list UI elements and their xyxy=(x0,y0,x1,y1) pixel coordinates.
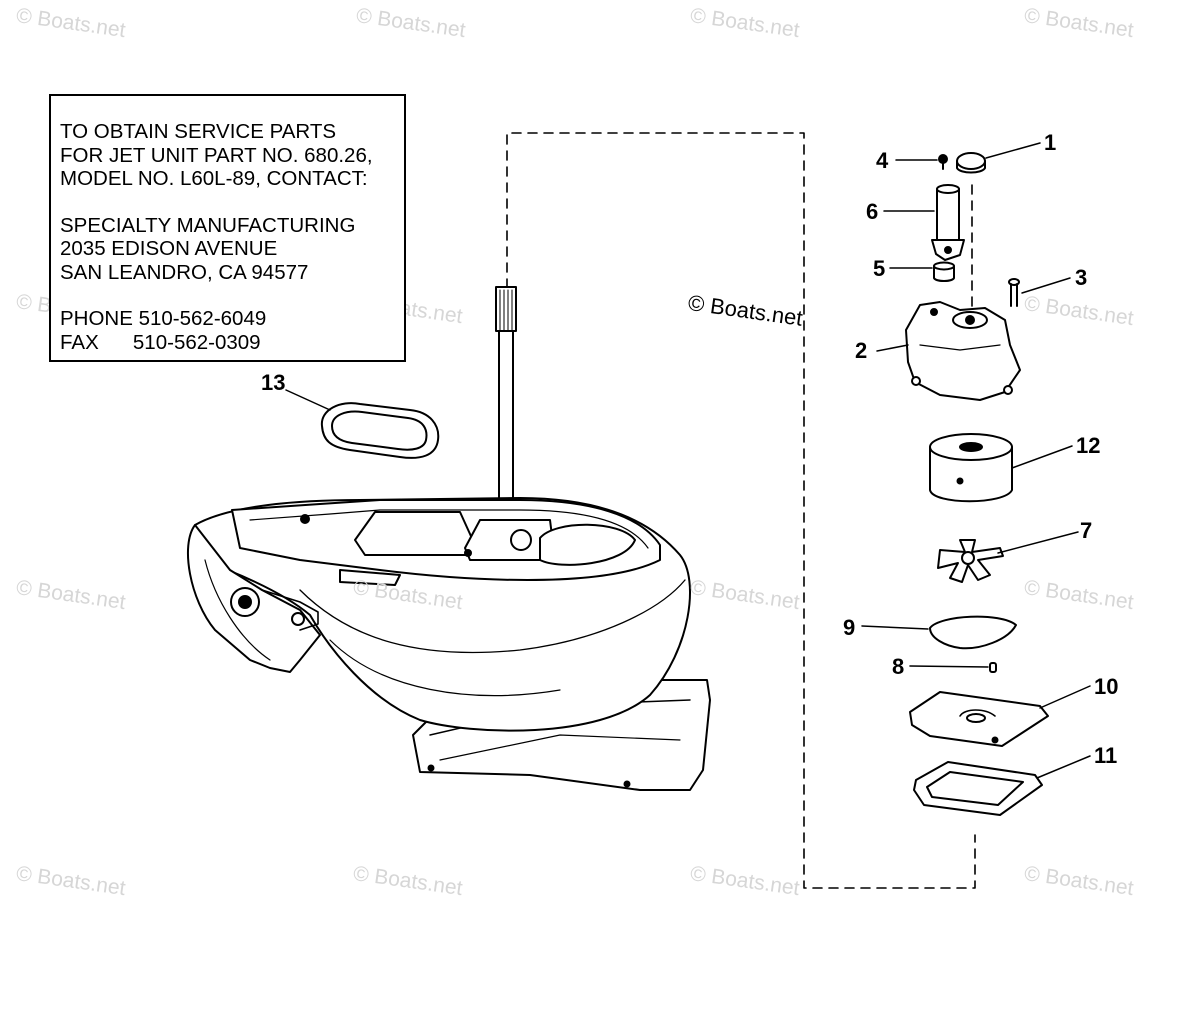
callout-1: 1 xyxy=(1044,130,1057,155)
part-8-key xyxy=(989,662,997,673)
callout-5: 5 xyxy=(873,256,886,281)
callout-7: 7 xyxy=(1080,518,1093,543)
info-line: FOR JET UNIT PART NO. 680.26, xyxy=(60,143,373,167)
info-line: MODEL NO. L60L-89, CONTACT: xyxy=(60,167,368,190)
info-line: PHONE 510-562-6049 xyxy=(60,307,267,330)
part-10-plate xyxy=(909,691,1049,747)
part-6-tube xyxy=(931,184,965,261)
callout-8: 8 xyxy=(892,654,905,679)
info-line: TO OBTAIN SERVICE PARTS xyxy=(60,120,337,143)
part-11-gasket xyxy=(913,761,1043,816)
info-line: 2035 EDISON AVENUE xyxy=(60,237,278,260)
info-line: SAN LEANDRO, CA 94577 xyxy=(60,260,309,284)
assembly-dashed-line xyxy=(506,132,976,889)
part-12-impeller-cup xyxy=(929,433,1013,503)
part-9-gasket xyxy=(929,615,1017,650)
part-2-pump-housing xyxy=(905,301,1021,401)
callout-10: 10 xyxy=(1094,674,1119,699)
service-info-box: TO OBTAIN SERVICE PARTS FOR JET UNIT PAR… xyxy=(49,94,406,362)
callout-3: 3 xyxy=(1075,265,1088,290)
part-13-seal xyxy=(320,402,440,459)
callout-12: 12 xyxy=(1076,433,1101,458)
drive-shaft xyxy=(495,286,517,542)
info-line-spacer xyxy=(60,191,404,214)
leader-lines xyxy=(285,142,1091,779)
callout-9: 9 xyxy=(843,615,856,640)
callout-6: 6 xyxy=(866,199,879,224)
part-3-bolt xyxy=(1008,278,1020,307)
info-line-spacer xyxy=(60,284,404,307)
callout-13: 13 xyxy=(261,370,286,395)
callout-2: 2 xyxy=(855,338,868,363)
part-5-bushing xyxy=(933,261,955,282)
part-7-impeller xyxy=(937,539,1004,583)
callout-4: 4 xyxy=(876,148,889,173)
part-1-cap xyxy=(956,152,986,174)
info-line: SPECIALTY MANUFACTURING xyxy=(60,213,356,237)
callout-11: 11 xyxy=(1094,743,1118,768)
part-4-screw xyxy=(938,154,948,170)
jet-pump-housing xyxy=(187,497,711,791)
info-line: FAX 510-562-0309 xyxy=(60,330,261,354)
